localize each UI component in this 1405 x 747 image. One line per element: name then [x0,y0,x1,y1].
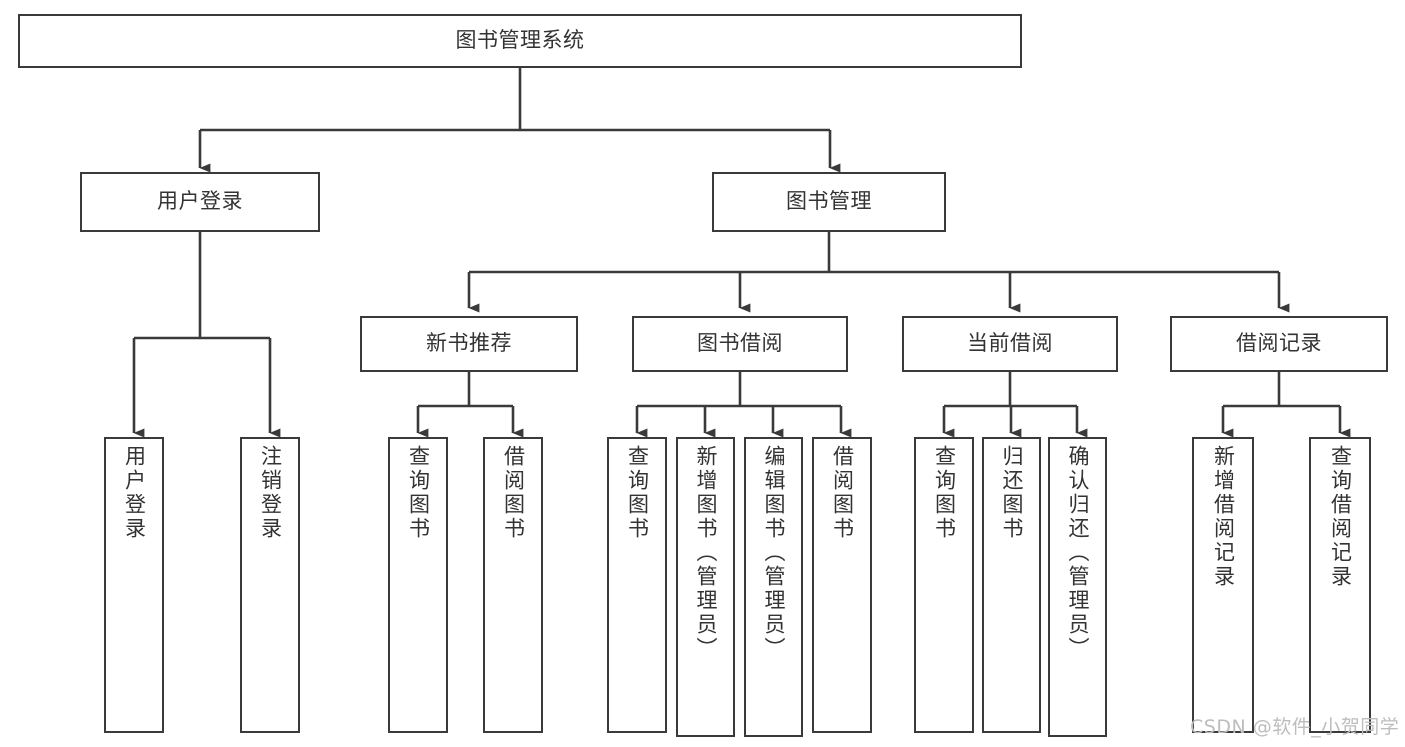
node-label: 编辑图书（管理员） [762,445,786,661]
node-label: 查询借阅记录 [1328,445,1353,589]
node-borrow-record[interactable]: 借阅记录 [1170,316,1388,372]
node-leaf-return-book[interactable]: 归还图书 [982,437,1041,733]
node-leaf-confirm-return[interactable]: 确认归还（管理员） [1048,437,1107,737]
node-label: 借阅图书 [501,445,526,541]
node-book-borrow[interactable]: 图书借阅 [632,316,848,372]
node-book-management[interactable]: 图书管理 [712,172,946,232]
node-leaf-add-record[interactable]: 新增借阅记录 [1192,437,1254,733]
node-label: 图书借阅 [697,331,783,356]
node-label: 查询图书 [932,445,957,541]
node-leaf-borrow-book-2[interactable]: 借阅图书 [812,437,872,733]
node-label: 注销登录 [258,445,283,541]
node-label: 查询图书 [406,445,431,541]
node-leaf-query-book-2[interactable]: 查询图书 [607,437,667,733]
node-label: 确认归还（管理员） [1066,445,1090,661]
node-leaf-query-book-3[interactable]: 查询图书 [914,437,974,733]
node-label: 当前借阅 [967,331,1053,356]
node-label: 归还图书 [1000,445,1024,541]
node-label: 新书推荐 [426,331,512,356]
node-label: 图书管理 [786,189,872,214]
node-label: 查询图书 [625,445,650,541]
node-leaf-query-record[interactable]: 查询借阅记录 [1309,437,1371,733]
node-leaf-logout-login[interactable]: 注销登录 [240,437,300,733]
node-label: 新增借阅记录 [1211,445,1236,589]
node-current-borrow[interactable]: 当前借阅 [902,316,1118,372]
node-leaf-edit-book[interactable]: 编辑图书（管理员） [744,437,803,737]
csdn-watermark: CSDN @软件_小贺同学 [1190,716,1400,738]
node-label: 新增图书（管理员） [694,445,718,661]
node-root-book-management-system[interactable]: 图书管理系统 [18,14,1022,68]
node-new-book-recommend[interactable]: 新书推荐 [360,316,578,372]
node-label: 图书管理系统 [455,28,585,53]
node-leaf-borrow-book-1[interactable]: 借阅图书 [483,437,543,733]
node-label: 借阅图书 [830,445,855,541]
node-user-login[interactable]: 用户登录 [80,172,320,232]
node-leaf-add-book[interactable]: 新增图书（管理员） [676,437,735,737]
node-label: 借阅记录 [1236,331,1322,356]
node-leaf-user-login[interactable]: 用户登录 [104,437,164,733]
node-label: 用户登录 [157,189,243,214]
node-leaf-query-book-1[interactable]: 查询图书 [388,437,448,733]
node-label: 用户登录 [122,445,147,541]
